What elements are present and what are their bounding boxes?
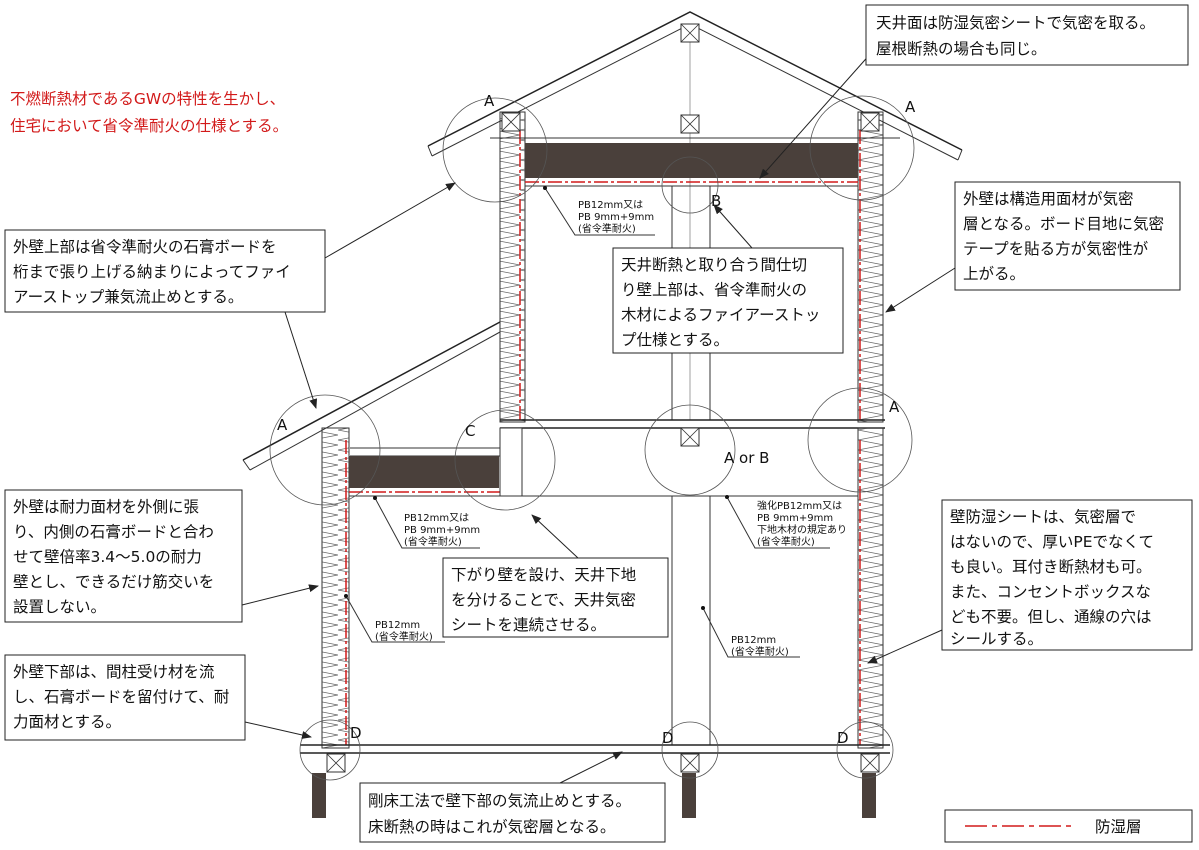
callout-upper-wall: 外壁上部は省令準耐火の石膏ボードを 桁まで張り上げる納まりによってファイ アース… <box>4 229 326 313</box>
svg-text:天井面は防湿気密シートで気密を取る。: 天井面は防湿気密シートで気密を取る。 <box>876 14 1155 32</box>
svg-text:プ仕様とする。: プ仕様とする。 <box>621 331 729 349</box>
callout-bearing-wall: 外壁は耐力面材を外側に張 り、内側の石膏ボードと合わ せて壁倍率3.4〜5.0の… <box>4 489 243 623</box>
svg-text:下地木材の規定あり: 下地木材の規定あり <box>757 523 847 536</box>
svg-text:天井断熱と取り合う間仕切: 天井断熱と取り合う間仕切 <box>621 256 807 274</box>
spec-label-wall-left: PB12mm (省令準耐火) <box>344 594 445 643</box>
detail-mark-d: D <box>350 724 362 742</box>
svg-text:も良い。耳付き断熱材も可。: も良い。耳付き断熱材も可。 <box>950 558 1152 576</box>
svg-text:り壁上部は、省令準耐火の: り壁上部は、省令準耐火の <box>621 281 807 299</box>
svg-text:し、石膏ボードを留付けて、耐: し、石膏ボードを留付けて、耐 <box>13 688 229 706</box>
legend: 防湿層 <box>944 809 1193 843</box>
callout-ceiling: 天井面は防湿気密シートで気密を取る。 屋根断熱の場合も同じ。 <box>865 4 1189 66</box>
svg-text:はないので、厚いPEでなくて: はないので、厚いPEでなくて <box>950 533 1154 551</box>
detail-mark-a: A <box>277 416 288 434</box>
svg-text:PB12mm: PB12mm <box>375 620 420 631</box>
svg-text:PB12mm又は: PB12mm又は <box>404 512 469 524</box>
spec-label-lower-ceiling: PB12mm又は PB 9mm+9mm (省令準耐火) <box>373 496 480 549</box>
upper-walls <box>490 111 900 423</box>
callout-arrows <box>241 51 956 784</box>
svg-text:壁防湿シートは、気密層で: 壁防湿シートは、気密層で <box>950 508 1136 526</box>
callout-partition-top: 天井断熱と取り合う間仕切 り壁上部は、省令準耐火の 木材によるファイアーストッ … <box>612 247 844 354</box>
intro-text: 不燃断熱材であるGWの特性を生かし、 住宅において省令準耐火の仕様とする。 <box>10 90 288 135</box>
spec-label-reinforced: 強化PB12mm又は PB 9mm+9mm 下地木材の規定あり (省令準耐火) <box>725 495 847 549</box>
lower-roof <box>242 321 501 471</box>
svg-text:シールする。: シールする。 <box>950 630 1043 648</box>
svg-text:PB 9mm+9mm: PB 9mm+9mm <box>404 525 480 536</box>
svg-text:上がる。: 上がる。 <box>963 265 1025 283</box>
svg-text:(省令準耐火): (省令準耐火) <box>757 535 815 548</box>
svg-text:外壁上部は省令準耐火の石膏ボードを: 外壁上部は省令準耐火の石膏ボードを <box>13 238 277 256</box>
svg-text:下がり壁を設け、天井下地: 下がり壁を設け、天井下地 <box>451 566 636 584</box>
svg-text:PB 9mm+9mm: PB 9mm+9mm <box>757 513 833 524</box>
svg-text:り、内側の石膏ボードと合わ: り、内側の石膏ボードと合わ <box>13 523 214 541</box>
second-floor <box>350 419 885 457</box>
detail-circles <box>269 95 915 781</box>
callout-exterior-airtight: 外壁は構造用面材が気密 層となる。ボード目地に気密 テープを貼る方が気密性が 上… <box>954 181 1181 291</box>
detail-mark-a: A <box>484 92 495 110</box>
svg-text:不燃断熱材であるGWの特性を生かし、: 不燃断熱材であるGWの特性を生かし、 <box>10 90 285 108</box>
lower-walls <box>321 427 884 749</box>
svg-text:せて壁倍率3.4〜5.0の耐力: せて壁倍率3.4〜5.0の耐力 <box>13 548 202 566</box>
svg-text:設置しない。: 設置しない。 <box>13 598 106 616</box>
spec-label-wall-center: PB12mm (省令準耐火) <box>701 606 800 658</box>
detail-mark-d: D <box>662 729 674 747</box>
svg-text:床断熱の時はこれが気密層となる。: 床断熱の時はこれが気密層となる。 <box>368 818 616 836</box>
svg-text:外壁下部は、間柱受け材を流: 外壁下部は、間柱受け材を流 <box>13 663 215 681</box>
svg-text:PB12mm又は: PB12mm又は <box>578 199 643 211</box>
svg-text:強化PB12mm又は: 強化PB12mm又は <box>757 499 842 512</box>
svg-text:木材によるファイアーストッ: 木材によるファイアーストッ <box>621 306 820 324</box>
svg-text:PB 9mm+9mm: PB 9mm+9mm <box>578 212 654 223</box>
svg-text:(省令準耐火): (省令準耐火) <box>578 222 636 235</box>
detail-mark-d: D <box>837 729 849 747</box>
svg-text:(省令準耐火): (省令準耐火) <box>731 645 789 658</box>
legend-label: 防湿層 <box>1095 818 1142 836</box>
svg-text:テープを貼る方が気密性が: テープを貼る方が気密性が <box>963 240 1149 258</box>
svg-text:を分けることで、天井気密: を分けることで、天井気密 <box>451 591 636 609</box>
svg-text:(省令準耐火): (省令準耐火) <box>404 535 462 548</box>
svg-text:ども不要。但し、通線の穴は: ども不要。但し、通線の穴は <box>950 608 1152 626</box>
detail-mark-c: C <box>465 422 475 440</box>
callout-drop-wall: 下がり壁を設け、天井下地 を分けることで、天井気密 シートを連続させる。 <box>442 557 669 638</box>
detail-mark-b: B <box>711 192 721 210</box>
detail-mark-a-or-b: A or B <box>724 449 769 467</box>
svg-text:力面材とする。: 力面材とする。 <box>13 713 121 731</box>
svg-text:(省令準耐火): (省令準耐火) <box>375 630 433 643</box>
upper-ceiling <box>525 143 858 420</box>
ground-floor <box>300 744 890 818</box>
detail-mark-a: A <box>889 398 900 416</box>
svg-text:屋根断熱の場合も同じ。: 屋根断熱の場合も同じ。 <box>876 40 1047 58</box>
svg-text:住宅において省令準耐火の仕様とする。: 住宅において省令準耐火の仕様とする。 <box>10 117 288 135</box>
callout-vapor-sheet: 壁防湿シートは、気密層で はないので、厚いPEでなくて も良い。耳付き断熱材も可… <box>941 499 1193 651</box>
svg-text:剛床工法で壁下部の気流止めとする。: 剛床工法で壁下部の気流止めとする。 <box>368 792 631 810</box>
svg-text:桁まで張り上げる納まりによってファイ: 桁まで張り上げる納まりによってファイ <box>13 263 291 281</box>
callout-lower-wall: 外壁下部は、間柱受け材を流 し、石膏ボードを留付けて、耐 力面材とする。 <box>4 654 246 741</box>
svg-text:層となる。ボード目地に気密: 層となる。ボード目地に気密 <box>963 215 1164 233</box>
svg-text:アーストップ兼気流止めとする。: アーストップ兼気流止めとする。 <box>13 288 243 306</box>
svg-text:シートを連続させる。: シートを連続させる。 <box>451 616 606 634</box>
callout-rigid-floor: 剛床工法で壁下部の気流止めとする。 床断熱の時はこれが気密層となる。 <box>359 782 666 843</box>
svg-text:外壁は耐力面材を外側に張: 外壁は耐力面材を外側に張 <box>13 498 199 516</box>
detail-mark-a: A <box>905 98 916 116</box>
svg-text:PB12mm: PB12mm <box>731 635 776 646</box>
spec-label-upper-ceiling: PB12mm又は PB 9mm+9mm (省令準耐火) <box>543 186 655 236</box>
svg-text:外壁は構造用面材が気密: 外壁は構造用面材が気密 <box>963 190 1134 208</box>
svg-text:壁とし、できるだけ筋交いを: 壁とし、できるだけ筋交いを <box>13 573 214 591</box>
svg-text:また、コンセントボックスな: また、コンセントボックスな <box>950 583 1151 601</box>
